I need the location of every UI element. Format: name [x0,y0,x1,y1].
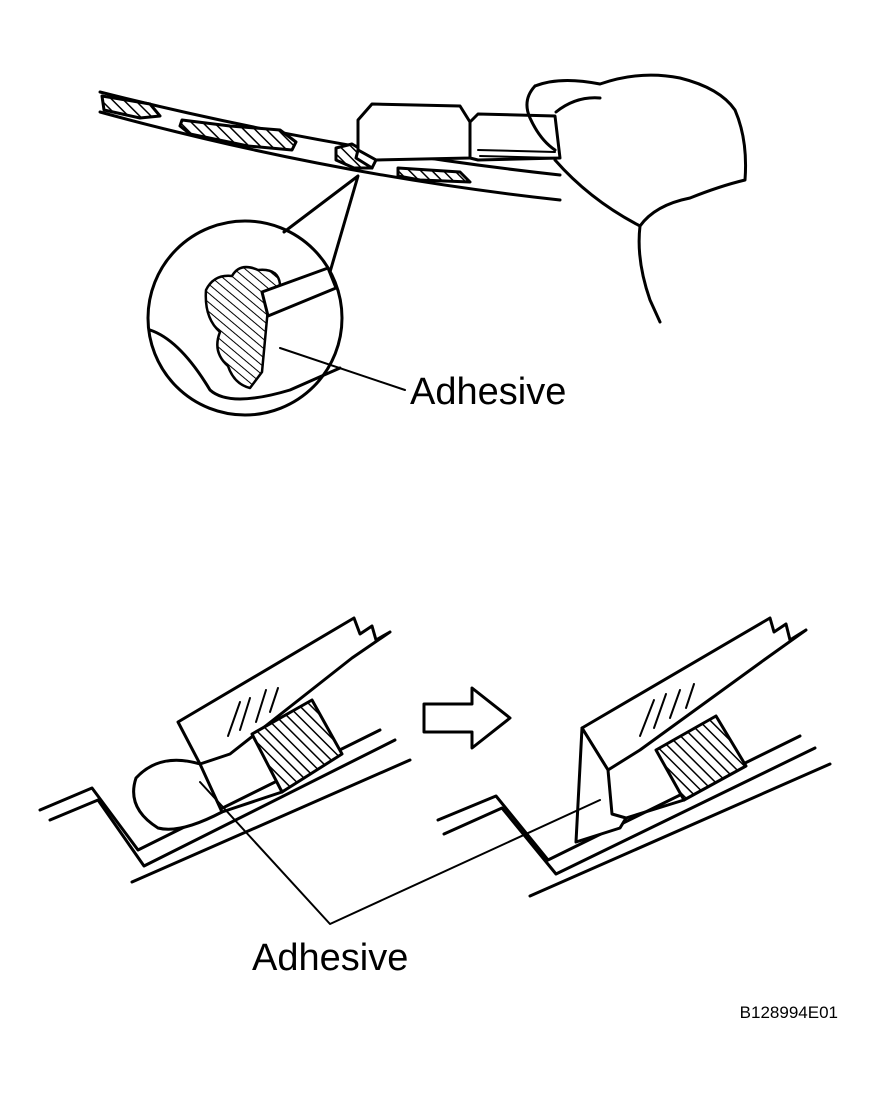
panel-outline [130,758,412,884]
glass-reflection [239,697,251,731]
scraper-handle [468,112,562,162]
glass-pane [580,616,808,772]
glass-reflection [653,693,667,729]
adhesive-strip [178,118,298,152]
after-illustration [436,616,832,898]
glass-edge [624,798,686,820]
panel-outline [436,734,802,862]
panel-outline [442,746,817,876]
glass-reflection [669,689,681,719]
glass-reflection [639,699,655,737]
adhesive-leader-line [279,347,406,391]
adhesive-strip [100,94,162,120]
glass-reflection [227,701,241,737]
gloved-hand [533,73,748,324]
adhesive-callout-label: Adhesive [410,371,566,413]
panel-edge-lower [98,110,562,202]
panel-outline [48,738,397,868]
adhesive-strip [396,166,472,184]
panel-edge-upper [98,90,562,177]
scraper-handle-slot [477,149,556,153]
scraper-handle-slot [479,155,557,159]
magnified-panel-edge [148,328,342,401]
adhesive-bead [132,758,224,831]
scraper-edge [354,148,378,170]
scraper-blade [356,102,472,162]
top-illustration [98,73,748,417]
panel-outline [38,728,382,852]
gloved-hand-wrist [553,158,642,228]
magnifier-circle [146,219,344,417]
figure-code: B128994E01 [740,1003,838,1022]
right-arrow-icon [422,686,512,750]
adhesive-leader-line [199,781,601,925]
callout-leader [282,174,360,274]
spacer-block [250,698,344,794]
glass-reflection [269,687,279,713]
gloved-hand-finger [554,96,602,114]
glass-reflection [685,683,695,709]
gloved-hand-thumb [525,84,557,152]
magnified-scraper-tip [260,266,338,318]
panel-outline [528,762,832,898]
adhesive-callout-label: Adhesive [252,937,408,979]
before-illustration [38,616,412,884]
glass-reflection [255,689,267,723]
spacer-block [654,714,748,802]
magnified-adhesive [204,265,282,390]
glass-edge [220,790,284,814]
